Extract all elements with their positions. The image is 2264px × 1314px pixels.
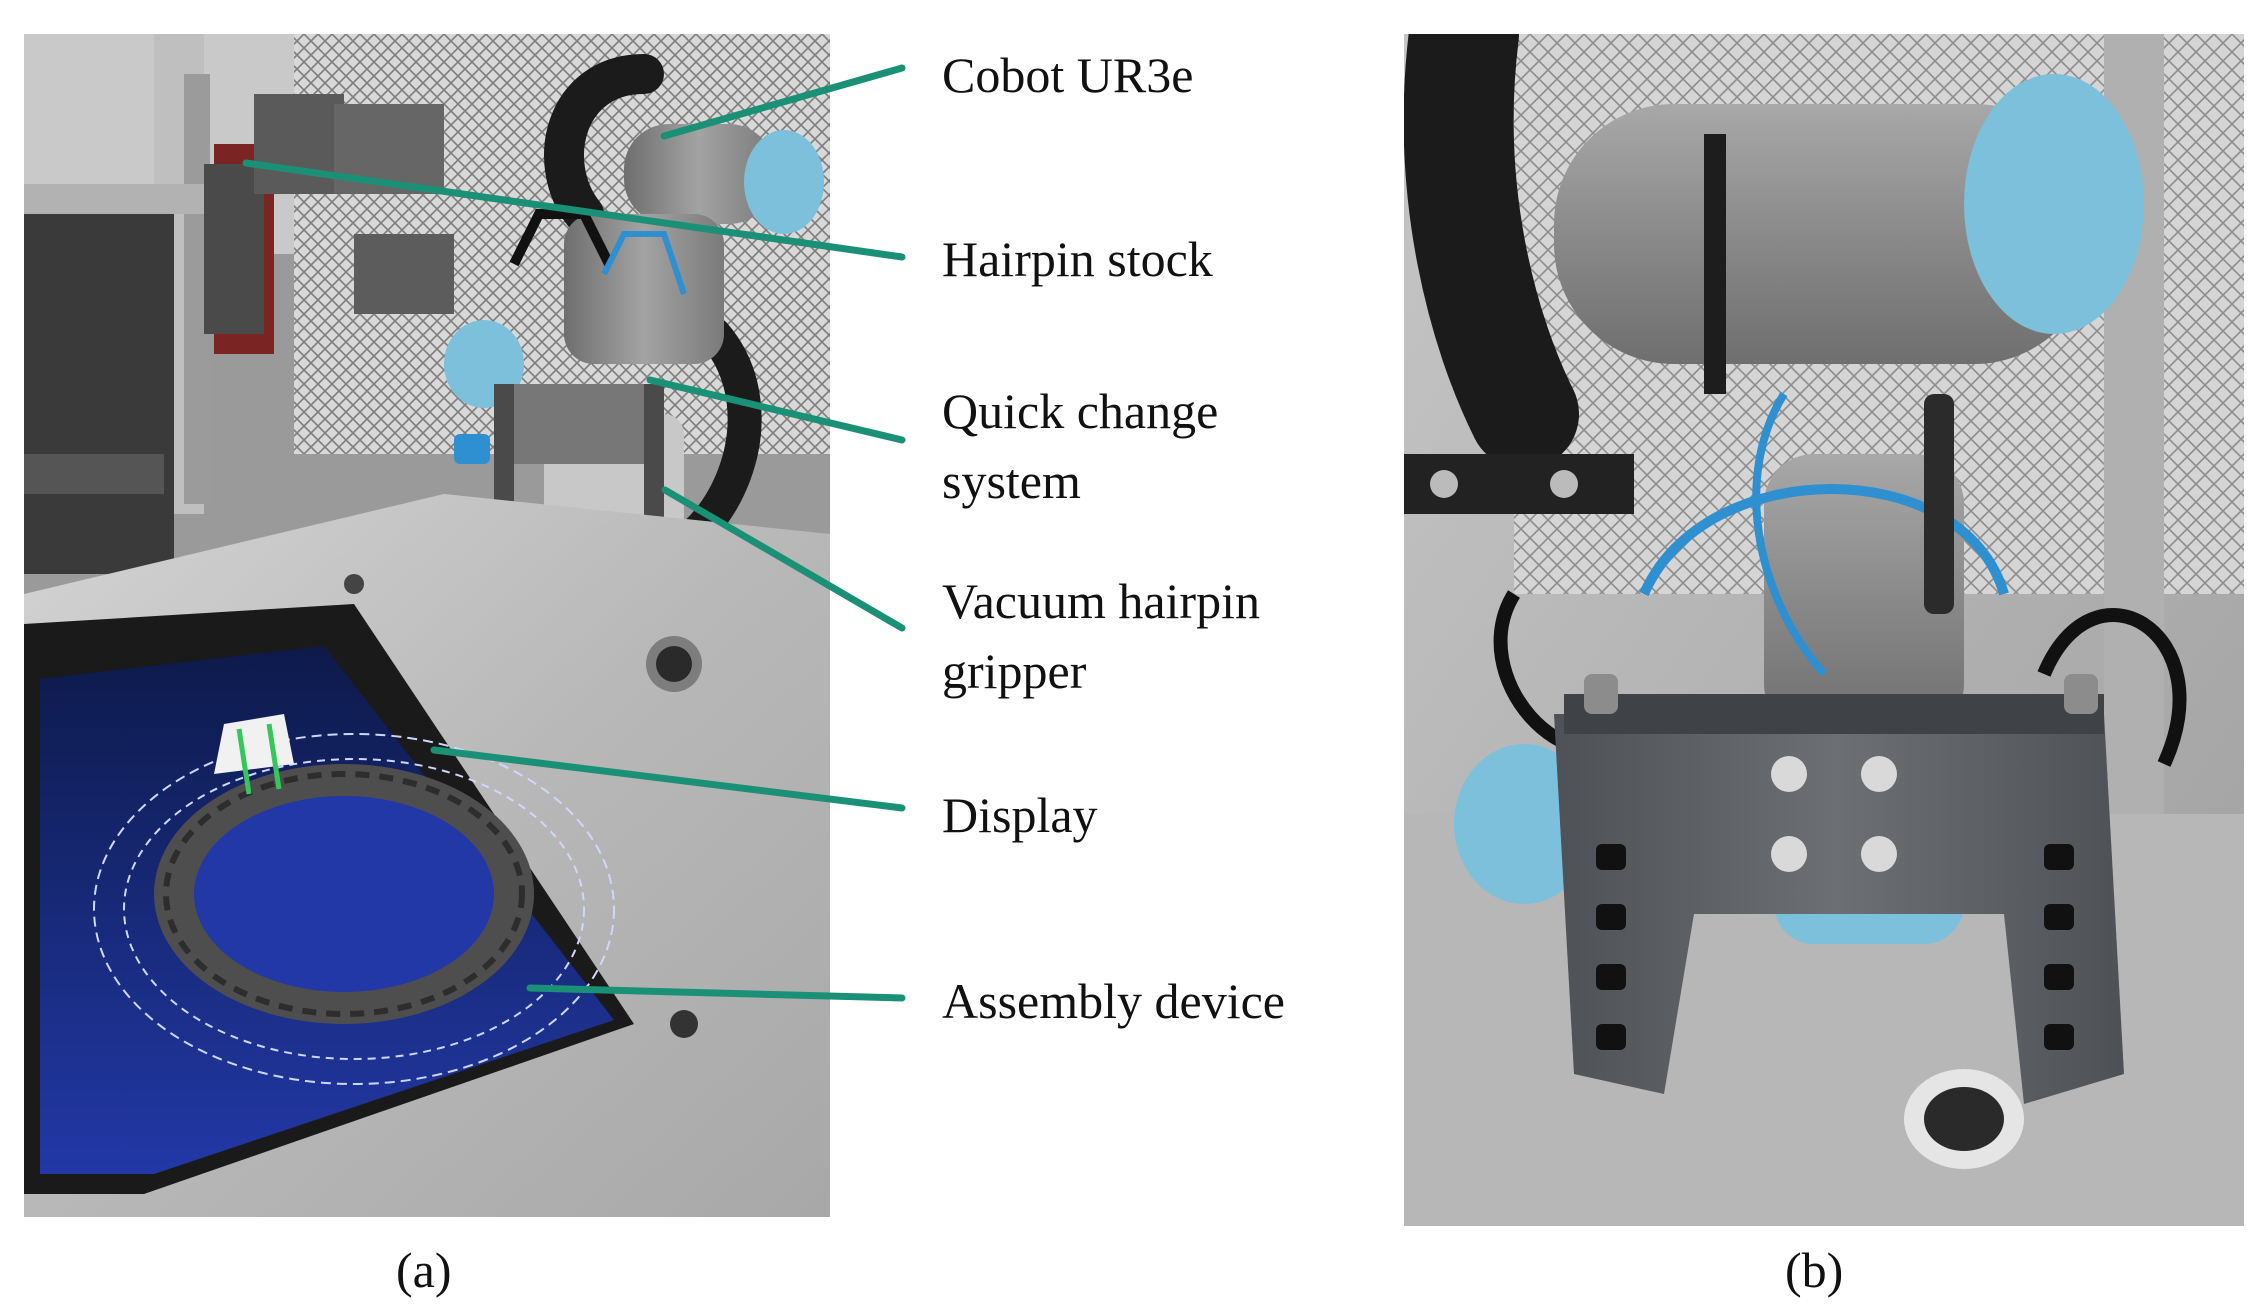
callout-label-quick-change: Quick change system <box>942 383 1219 509</box>
callout-label-vacuum-gripper: Vacuum hairpin gripper <box>942 573 1260 699</box>
subfigure-label-a: (a) <box>396 1242 452 1298</box>
callout-label-hairpin-stock: Hairpin stock <box>942 231 1213 287</box>
subfigure-label-b: (b) <box>1785 1242 1844 1298</box>
photo-b-illustration <box>1404 34 2244 1226</box>
photo-a-overview <box>24 34 830 1217</box>
photo-a-illustration <box>24 34 830 1217</box>
callout-label-display: Display <box>942 787 1098 843</box>
photo-b-gripper-closeup <box>1404 34 2244 1226</box>
callout-label-assembly-device: Assembly device <box>942 973 1285 1029</box>
callout-label-cobot: Cobot UR3e <box>942 47 1194 103</box>
